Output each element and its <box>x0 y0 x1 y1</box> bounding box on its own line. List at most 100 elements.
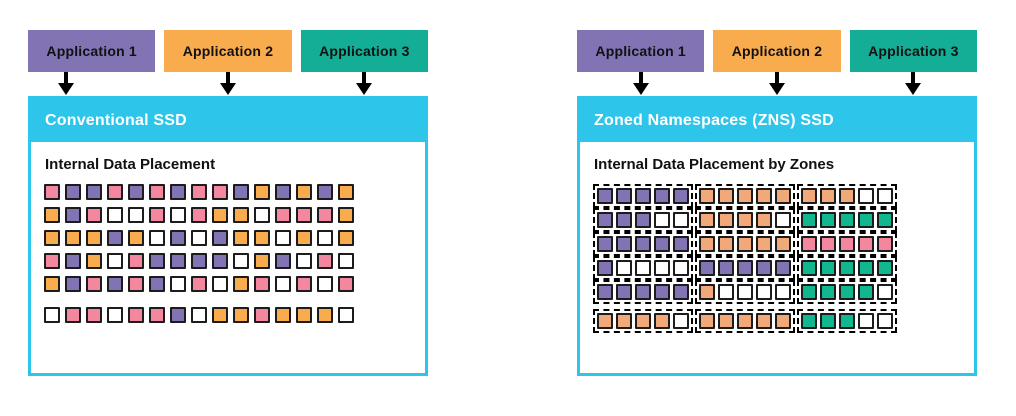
conventional-ssd-header: Conventional SSD <box>31 99 425 145</box>
purple-data-block <box>191 253 207 269</box>
orange-data-block <box>128 230 144 246</box>
purple-data-block <box>635 212 651 228</box>
zns-ssd-box: Zoned Namespaces (ZNS) SSD Internal Data… <box>577 96 977 376</box>
peach-data-block <box>699 313 715 329</box>
placement-title: Internal Data Placement <box>45 156 216 173</box>
purple-data-block <box>170 253 186 269</box>
purple-data-block <box>616 236 632 252</box>
teal-data-block <box>858 212 874 228</box>
orange-data-block <box>254 253 270 269</box>
zone-cell <box>797 256 897 280</box>
grid-row <box>44 253 412 269</box>
orange-data-block <box>44 276 60 292</box>
purple-data-block <box>756 260 772 276</box>
white-data-block <box>275 276 291 292</box>
zone-cell <box>695 280 795 304</box>
peach-data-block <box>718 188 734 204</box>
purple-data-block <box>65 253 81 269</box>
peach-data-block <box>775 313 791 329</box>
white-data-block <box>107 253 123 269</box>
white-data-block <box>673 313 689 329</box>
peach-data-block <box>801 188 817 204</box>
white-data-block <box>877 313 893 329</box>
peach-data-block <box>597 313 613 329</box>
down-arrow-icon <box>356 72 373 96</box>
zone-cell <box>797 208 897 232</box>
zone-cell <box>797 232 897 256</box>
pink-data-block <box>86 276 102 292</box>
teal-data-block <box>820 260 836 276</box>
pink-data-block <box>820 236 836 252</box>
peach-data-block <box>756 212 772 228</box>
peach-data-block <box>737 188 753 204</box>
purple-data-block <box>149 253 165 269</box>
pink-data-block <box>858 236 874 252</box>
ssd-comparison-diagram: Application 1 Application 2 Application … <box>28 30 977 376</box>
orange-data-block <box>296 307 312 323</box>
white-data-block <box>338 253 354 269</box>
grid-row <box>44 184 412 200</box>
applications-row: Application 1 Application 2 Application … <box>28 30 428 96</box>
grid-row <box>593 280 961 304</box>
zoned-data-placement-grid <box>593 184 961 333</box>
application-2-column: Application 2 <box>713 30 841 96</box>
purple-data-block <box>128 184 144 200</box>
teal-data-block <box>801 284 817 300</box>
peach-data-block <box>775 188 791 204</box>
peach-data-block <box>654 313 670 329</box>
pink-data-block <box>128 253 144 269</box>
white-data-block <box>191 230 207 246</box>
teal-data-block <box>877 260 893 276</box>
white-data-block <box>44 307 60 323</box>
pink-data-block <box>149 207 165 223</box>
orange-data-block <box>65 230 81 246</box>
white-data-block <box>673 260 689 276</box>
pink-data-block <box>254 276 270 292</box>
zone-cell <box>797 184 897 208</box>
orange-data-block <box>212 307 228 323</box>
white-data-block <box>170 207 186 223</box>
orange-data-block <box>44 207 60 223</box>
zone-cell <box>695 256 795 280</box>
teal-data-block <box>820 212 836 228</box>
pink-data-block <box>86 307 102 323</box>
purple-data-block <box>275 253 291 269</box>
white-data-block <box>877 284 893 300</box>
teal-data-block <box>820 284 836 300</box>
white-data-block <box>718 284 734 300</box>
peach-data-block <box>737 236 753 252</box>
application-1-label: Application 1 <box>595 43 686 59</box>
peach-data-block <box>699 236 715 252</box>
purple-data-block <box>654 188 670 204</box>
white-data-block <box>775 212 791 228</box>
down-arrow-icon <box>219 72 236 96</box>
application-3-box: Application 3 <box>849 30 977 72</box>
white-data-block <box>877 188 893 204</box>
orange-data-block <box>233 207 249 223</box>
white-data-block <box>654 212 670 228</box>
white-data-block <box>107 307 123 323</box>
purple-data-block <box>65 276 81 292</box>
panel-zns-ssd: Application 1 Application 2 Application … <box>577 30 977 376</box>
white-data-block <box>296 253 312 269</box>
white-data-block <box>233 253 249 269</box>
pink-data-block <box>128 307 144 323</box>
purple-data-block <box>699 260 715 276</box>
teal-data-block <box>839 260 855 276</box>
white-data-block <box>616 260 632 276</box>
orange-data-block <box>233 230 249 246</box>
orange-data-block <box>296 184 312 200</box>
teal-data-block <box>801 212 817 228</box>
pink-data-block <box>296 207 312 223</box>
pink-data-block <box>317 253 333 269</box>
pink-data-block <box>338 276 354 292</box>
pink-data-block <box>107 184 123 200</box>
white-data-block <box>635 260 651 276</box>
purple-data-block <box>597 260 613 276</box>
peach-data-block <box>737 313 753 329</box>
purple-data-block <box>107 276 123 292</box>
zone-cell <box>593 184 693 208</box>
white-data-block <box>107 207 123 223</box>
orange-data-block <box>296 230 312 246</box>
pink-data-block <box>86 207 102 223</box>
